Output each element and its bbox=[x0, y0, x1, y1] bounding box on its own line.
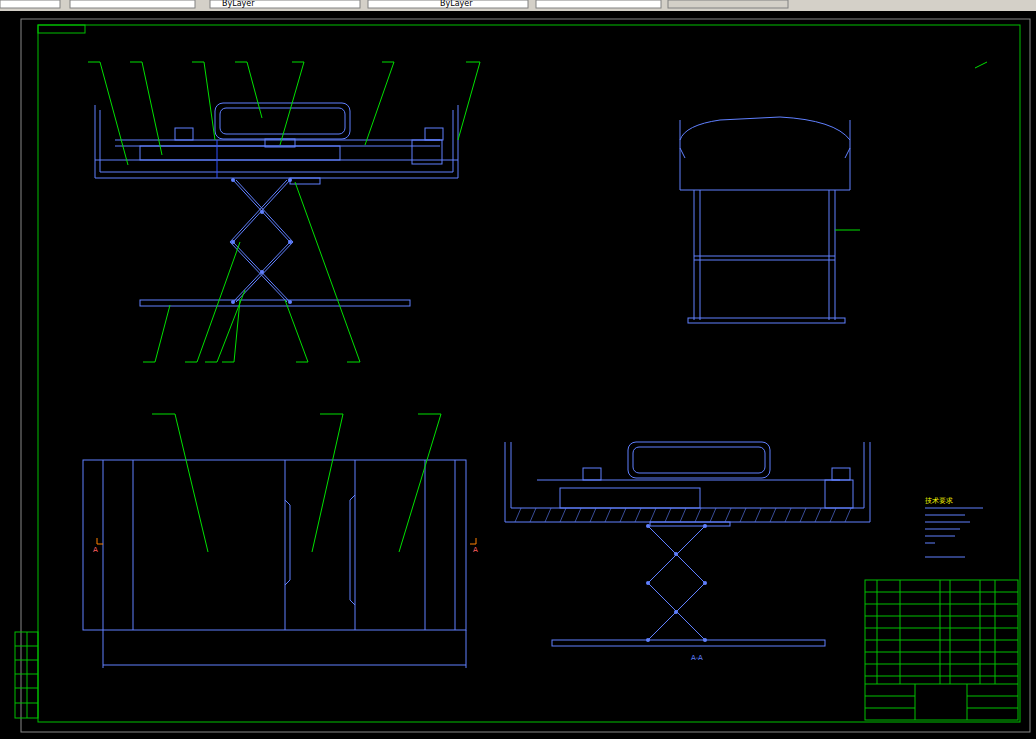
title-block bbox=[865, 580, 1018, 720]
front-view bbox=[83, 103, 983, 668]
section-marker bbox=[97, 538, 476, 544]
section-letter: A bbox=[93, 547, 98, 554]
toolbar bbox=[0, 0, 1036, 11]
notes-heading: 技术要求 bbox=[925, 498, 953, 505]
toolbar-text: ByLayer bbox=[440, 0, 473, 8]
section-letter: A bbox=[473, 547, 478, 554]
section-title: A-A bbox=[690, 655, 704, 662]
section-hatch bbox=[515, 508, 851, 522]
toolbar-text: ByLayer bbox=[222, 0, 255, 8]
leader-lines bbox=[88, 62, 987, 552]
sheet-border bbox=[21, 19, 1030, 732]
stamp-table bbox=[15, 632, 38, 718]
drawing-frame bbox=[38, 25, 1020, 722]
pivots bbox=[231, 178, 707, 642]
